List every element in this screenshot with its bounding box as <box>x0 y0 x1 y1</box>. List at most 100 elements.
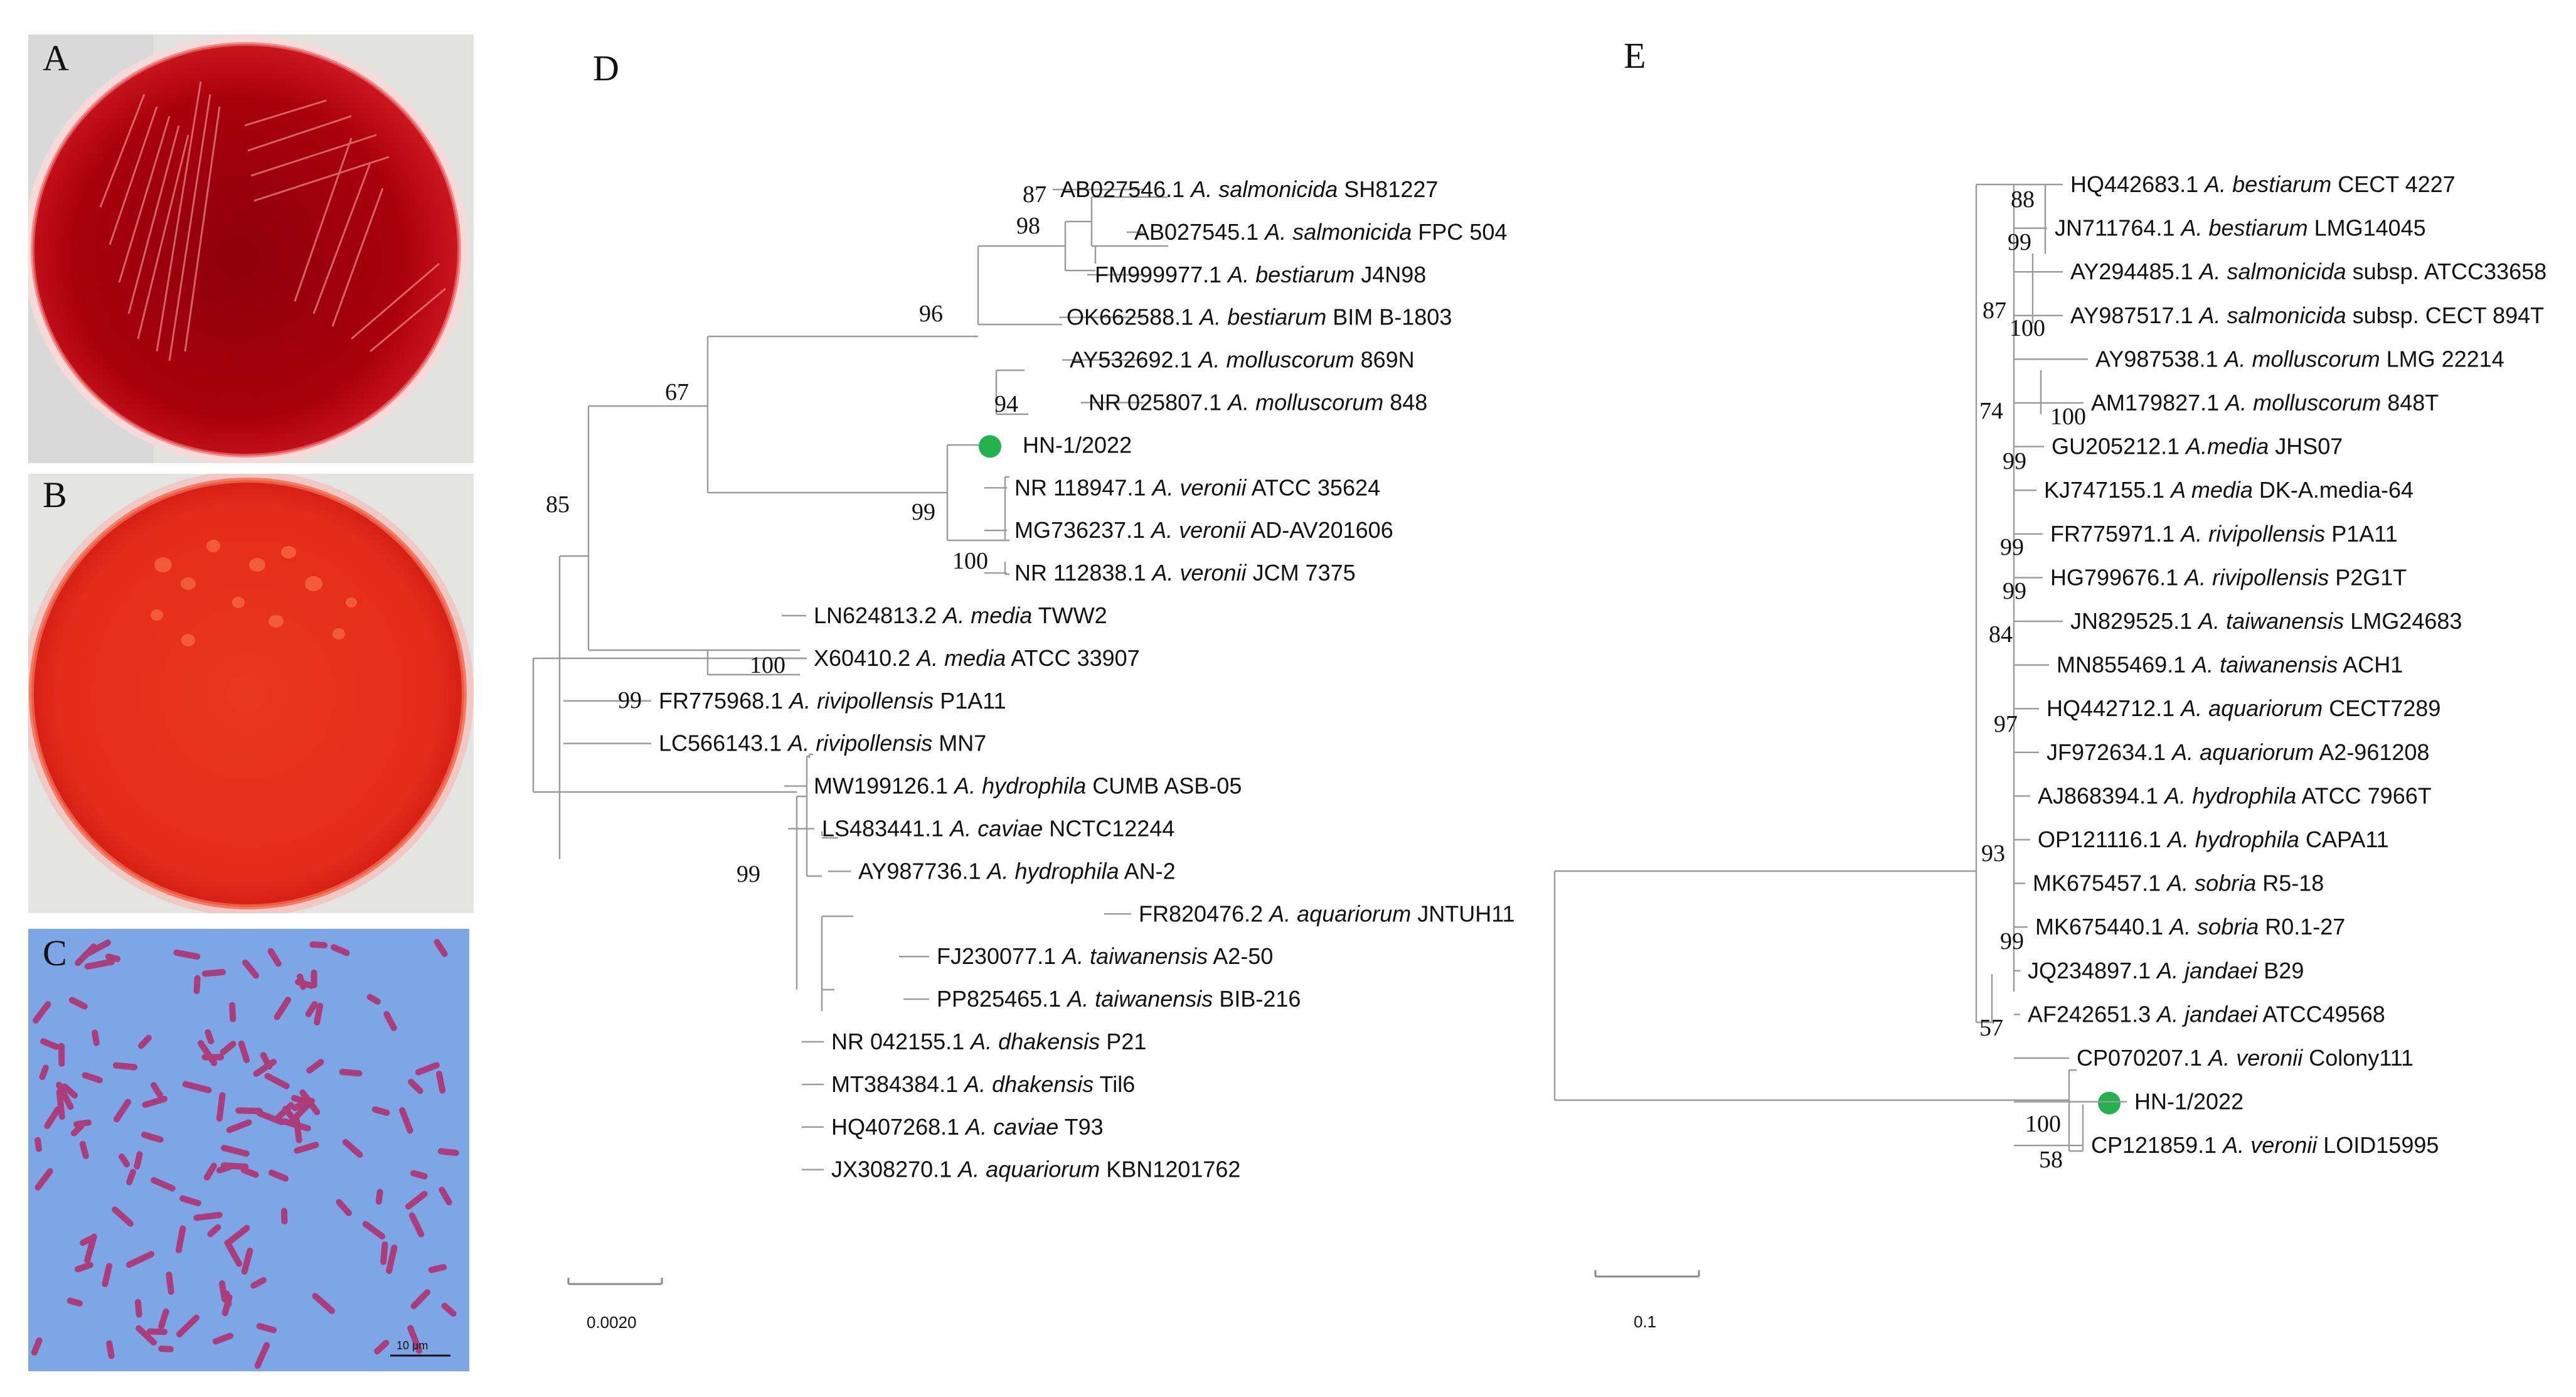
bootstrap-value: 99 <box>737 861 760 887</box>
bacterial-rod <box>102 1263 112 1287</box>
tree-e-tip-label: JF972634.1 A. aquariorum A2-961208 <box>2046 739 2429 765</box>
tree-e-tip-label: HN-1/2022 <box>2134 1089 2243 1115</box>
bacterial-rod <box>294 1142 319 1154</box>
bacterial-rod <box>68 997 88 1010</box>
bootstrap-value: 96 <box>919 301 943 327</box>
bacterial-rod <box>40 1038 60 1050</box>
panel-label-c: C <box>43 933 67 973</box>
bacterial-rod <box>254 1342 270 1369</box>
bacterial-rod <box>264 1073 290 1089</box>
bacterial-rod <box>113 1098 132 1123</box>
bacterial-rod <box>176 1314 200 1338</box>
bacterial-rod <box>92 1029 100 1046</box>
tree-d-tip-label: FR820476.2 A. aquariorum JNTUH11 <box>1139 901 1515 926</box>
highlight-marker <box>2098 1091 2121 1115</box>
bacterial-rod <box>32 1001 51 1024</box>
bootstrap-value: 99 <box>2008 229 2031 255</box>
tree-e-tip-label: FR775971.1 A. rivipollensis P1A11 <box>2050 521 2398 547</box>
bootstrap-value: 87 <box>1023 181 1046 208</box>
bacterial-rod <box>212 1332 234 1345</box>
bacterial-rod <box>203 1162 217 1180</box>
bacterial-rod <box>134 1298 142 1318</box>
bacterial-rod <box>274 997 292 1020</box>
bacterial-rod <box>224 1239 243 1267</box>
bacterial-rod <box>312 1293 336 1314</box>
panel-label-b: B <box>43 474 67 515</box>
bacterial-rod <box>39 1064 49 1080</box>
bacterial-rod <box>410 1170 428 1180</box>
bacterial-rod <box>44 1106 61 1129</box>
bacterial-rod <box>61 1083 78 1099</box>
tree-e-tip-label: OP121116.1 A. hydrophila CAPA11 <box>2038 827 2389 852</box>
bootstrap-value: 100 <box>750 652 785 678</box>
bootstrap-value: 57 <box>1979 1015 2003 1041</box>
tree-d-tip-label: OK662588.1 A. bestiarum BIM B-1803 <box>1067 304 1452 330</box>
bacterial-rod <box>125 1251 155 1268</box>
tree-d-tip-label: JX308270.1 A. aquariorum KBN1201762 <box>831 1157 1240 1182</box>
bacterial-rod <box>295 978 315 989</box>
phylogenetic-tree-e: HQ442683.1 A. bestiarum CECT 4227JN71176… <box>1553 171 2547 1331</box>
bacterial-rod <box>134 1151 143 1170</box>
bootstrap-value: 58 <box>2039 1147 2063 1173</box>
tree-e-tip-label: GU205212.1 A.media JHS07 <box>2052 434 2343 459</box>
tree-d-tip-label: NR 118947.1 A. veronii ATCC 35624 <box>1014 474 1380 500</box>
tree-d-tip-label: FJ230077.1 A. taiwanensis A2-50 <box>937 943 1273 969</box>
bacterial-rod <box>240 1167 259 1178</box>
panel-label-d: D <box>593 48 619 88</box>
tree-d-tip-label: FM999977.1 A. bestiarum J4N98 <box>1095 262 1426 287</box>
bacterial-rod <box>112 1206 134 1227</box>
bacterial-rod <box>268 1169 289 1182</box>
tree-d-tip-label: AB027546.1 A. salmonicida SH81227 <box>1060 176 1438 202</box>
bootstrap-value: 99 <box>2000 928 2024 955</box>
bacterial-rod <box>267 948 282 967</box>
tree-e-tip-label: HQ442712.1 A. aquariorum CECT7289 <box>2046 695 2440 721</box>
bacterial-rod <box>306 1059 324 1074</box>
tree-e-tip-label: AY987538.1 A. molluscorum LMG 22214 <box>2095 346 2504 372</box>
bacterial-rod <box>238 1040 250 1063</box>
bacterial-rod <box>434 939 448 957</box>
bacterial-rod <box>437 1148 459 1156</box>
tree-d-tip-label: HQ407268.1 A. caviae T93 <box>831 1114 1104 1140</box>
bacterial-rod <box>35 1137 42 1152</box>
tree-e-tip-label: JN829525.1 A. taiwanensis LMG24683 <box>2070 608 2462 634</box>
tree-d-branches <box>532 196 1168 1011</box>
tree-d-tip-label: AY987736.1 A. hydrophila AN-2 <box>858 858 1176 884</box>
bacterial-rod <box>150 1082 163 1098</box>
bacterial-rod <box>173 949 201 960</box>
bacterial-rod <box>410 1289 430 1310</box>
tree-d-tip-label: HN-1/2022 <box>1023 432 1132 458</box>
tree-e-tip-label: AY294485.1 A. salmonicida subsp. ATCC336… <box>2070 259 2547 284</box>
bacterial-rod <box>84 958 115 970</box>
bacterial-rod <box>142 1096 168 1108</box>
tree-e-tip-label: AJ868394.1 A. hydrophila ATCC 7966T <box>2038 783 2432 808</box>
bootstrap-value: 93 <box>1981 840 2005 867</box>
photo-panel-c: 10 μm <box>28 929 469 1371</box>
bacterial-rod <box>428 1264 447 1273</box>
bootstrap-value: 100 <box>2009 315 2045 341</box>
bacterial-rod <box>31 1337 43 1356</box>
bacterial-rod <box>220 1162 249 1170</box>
bacterial-rod <box>441 1302 457 1317</box>
bootstrap-value: 100 <box>952 548 988 574</box>
bacterial-rod <box>407 1325 423 1354</box>
bootstrap-value: 99 <box>2003 448 2026 474</box>
bacterial-rod <box>220 1145 250 1157</box>
tree-d-tip-label: AB027545.1 A. salmonicida FPC 504 <box>1134 219 1507 245</box>
bacterial-rod <box>415 1062 440 1076</box>
bootstrap-value: 67 <box>665 379 689 405</box>
bacterial-rod <box>136 1325 157 1346</box>
bacterial-rod <box>331 944 350 956</box>
bacterial-rod <box>166 1271 174 1295</box>
phylogenetic-tree-d: AB027546.1 A. salmonicida SH81227AB02754… <box>532 176 1515 1332</box>
highlight-marker <box>979 435 1001 458</box>
micrograph-scale-bar-label: 10 μm <box>397 1339 428 1352</box>
bacterial-rod <box>84 1233 97 1264</box>
bootstrap-value: 100 <box>2025 1111 2061 1137</box>
bacterial-rod <box>405 1191 428 1210</box>
bacterial-rod <box>292 1100 307 1111</box>
tree-d-tip-label: LC566143.1 A. rivipollensis MN7 <box>659 731 986 756</box>
bacterial-rod <box>75 943 97 966</box>
bacterial-rod <box>242 959 259 979</box>
tree-d-tip-label: LS483441.1 A. caviae NCTC12244 <box>822 816 1174 842</box>
